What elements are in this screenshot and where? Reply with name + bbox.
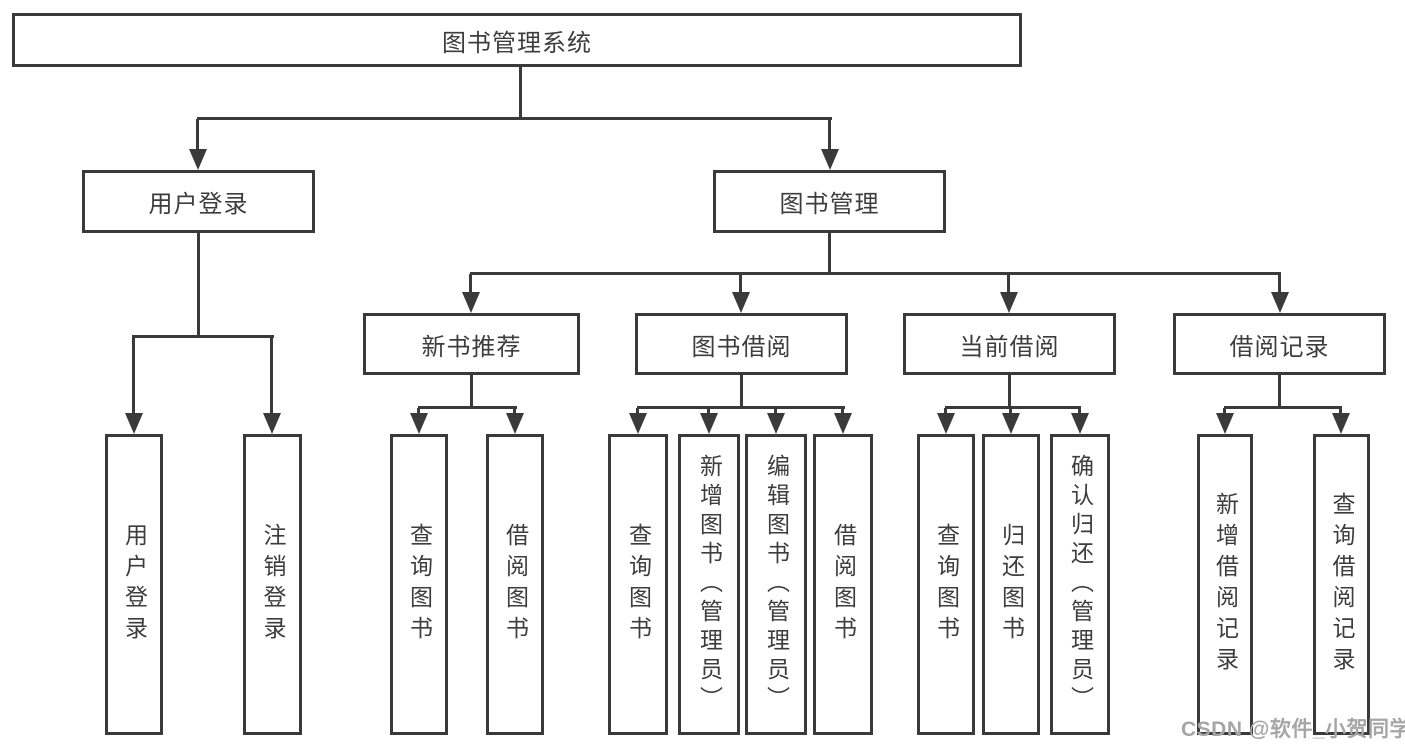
node-book-borrowing: 图书借阅 [635,313,848,375]
connector-book-borrowing-hline [637,406,845,409]
connector-current-borrowing-hline [945,406,1081,409]
arrow-to-user-login [189,119,207,170]
connector-book-management-hline [470,272,1281,275]
arrow-current-query [937,408,955,434]
arrow-borrowing-edit [767,408,785,434]
leaf-borrowing-add-books-admin: 新增图书（管理员） [678,434,740,735]
node-book-management: 图书管理 [713,170,946,233]
connector-new-book-vline [470,375,473,408]
leaf-newbook-query-books: 查询图书 [390,434,448,735]
arrow-newbook-query [410,408,428,434]
connector-book-borrowing-vline [740,375,743,408]
leaf-borrowing-query-books: 查询图书 [608,434,668,735]
arrow-to-new-book-recommend [462,274,480,313]
leaf-current-return-books: 归还图书 [982,434,1040,735]
connector-user-login-hline [132,335,274,338]
arrow-to-leaf-logout [263,337,281,434]
arrow-records-add [1216,408,1234,434]
arrow-to-current-borrowing [1000,274,1018,313]
node-current-borrowing: 当前借阅 [903,313,1116,375]
leaf-current-confirm-return-admin: 确认归还（管理员） [1050,434,1110,735]
connector-user-login-vline [197,233,200,337]
arrow-to-book-management [821,119,839,170]
arrow-records-query [1332,408,1350,434]
connector-root-vline [519,67,522,119]
node-user-login: 用户登录 [82,170,315,233]
connector-current-borrowing-vline [1008,375,1011,408]
leaf-records-query-record: 查询借阅记录 [1313,434,1370,735]
arrow-to-book-borrowing [732,274,750,313]
leaf-current-query-books: 查询图书 [917,434,975,735]
leaf-records-add-record: 新增借阅记录 [1197,434,1253,735]
leaf-borrowing-edit-books-admin: 编辑图书（管理员） [745,434,807,735]
connector-borrowing-records-vline [1278,375,1281,408]
arrow-newbook-borrow [506,408,524,434]
arrow-borrowing-query [629,408,647,434]
node-borrowing-records: 借阅记录 [1173,313,1386,375]
node-root-library-system: 图书管理系统 [12,13,1022,67]
arrow-borrowing-add [700,408,718,434]
connector-book-management-vline [828,233,831,274]
connector-new-book-hline [418,406,517,409]
connector-borrowing-records-hline [1224,406,1342,409]
arrow-current-return [1002,408,1020,434]
arrow-borrowing-borrow [834,408,852,434]
arrow-to-borrowing-records [1271,274,1289,313]
leaf-logout: 注销登录 [243,434,302,735]
csdn-watermark: CSDN @软件_小贺同学 [1181,718,1405,741]
leaf-borrowing-borrow-books: 借阅图书 [813,434,873,735]
arrow-to-leaf-user-login [125,337,143,434]
leaf-newbook-borrow-books: 借阅图书 [486,434,544,735]
leaf-user-login: 用户登录 [105,434,163,735]
connector-root-hline [197,117,832,120]
node-new-book-recommend: 新书推荐 [363,313,580,375]
arrow-current-confirm [1071,408,1089,434]
